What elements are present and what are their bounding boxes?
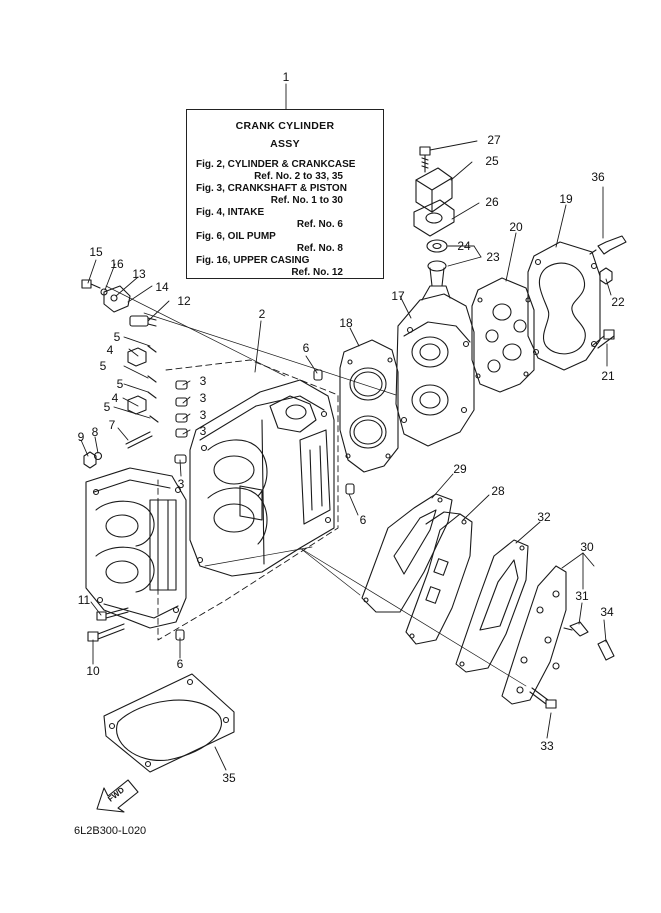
ref-no-16: Ref. No. 12 [291,267,343,278]
ref-fig-4: Fig. 4, INTAKE [196,207,265,218]
ref-fig-6: Fig. 6, OIL PUMP [196,231,276,242]
callout-27: 27 [487,133,501,147]
phantom-lines [105,285,527,687]
callout-18: 18 [339,316,353,330]
part-36-spark-plug [589,235,627,255]
part-16-washer [100,288,108,296]
callout-15: 15 [89,245,103,259]
callout-26: 26 [485,195,499,209]
ref-fig-2: Fig. 2, CYLINDER & CRANKCASE [196,159,356,170]
part-4-5-sleeves [127,345,159,423]
part-19-head-cover [527,241,601,371]
part-30-exhaust-outer-cover [501,565,567,705]
callout-24: 24 [457,239,471,253]
callout-9: 9 [77,430,85,444]
callout-25: 25 [485,154,499,168]
callout-11: 11 [77,593,91,607]
callout-33: 33 [540,739,554,753]
callout-32: 32 [537,510,551,524]
part-11-bolt [96,607,129,621]
part-12-fitting [129,315,157,327]
callout-6a: 6 [302,341,310,355]
part-26-gasket [413,199,455,237]
part-34-plug [597,639,615,661]
part-9-nut [83,451,97,469]
part-17-cylinder-head [395,285,475,447]
callout-22: 22 [611,295,625,309]
callout-6b: 6 [359,513,367,527]
part-32-exhaust-gasket [455,539,529,673]
callout-12: 12 [177,294,191,308]
part-24-washer [426,239,448,253]
callout-21: 21 [601,369,615,383]
callout-5a: 5 [113,330,121,344]
fwd-arrow-icon [96,779,139,813]
callout-30: 30 [580,540,594,554]
callout-3b: 3 [199,391,207,405]
callout-23: 23 [486,250,500,264]
callout-29: 29 [453,462,467,476]
diagram-code: 6L2B300-L020 [74,825,147,837]
part-18-head-gasket [339,339,399,473]
callout-3e: 3 [177,477,185,491]
part-20-jacket-gasket [471,277,535,393]
callout-1: 1 [282,70,290,84]
part-3-pins [174,380,188,464]
ref-no-3: Ref. No. 1 to 30 [270,195,343,206]
callout-3d: 3 [199,424,207,438]
callout-3c: 3 [199,408,207,422]
part-29-exhaust-gasket [361,493,453,613]
callout-16: 16 [110,257,124,271]
part-8-washer [93,451,103,461]
callout-20: 20 [509,220,523,234]
callout-5d: 5 [103,400,111,414]
callout-14: 14 [155,280,169,294]
part-33-bolt [529,687,557,709]
callout-7: 7 [108,418,116,432]
callout-4a: 4 [106,343,114,357]
callout-5b: 5 [99,359,107,373]
part-6-dowels [175,369,355,641]
crankcase-dashed-outline [157,359,339,641]
part-21-bolt [591,329,615,349]
callout-13: 13 [132,267,146,281]
callout-17: 17 [391,289,405,303]
callout-28: 28 [491,484,505,498]
ref-no-2: Ref. No. 2 to 33, 35 [254,171,343,182]
crankcase-half [85,467,187,629]
ref-box-title: CRANK CYLINDER [235,120,335,132]
ref-fig-16: Fig. 16, UPPER CASING [196,255,310,266]
callout-5c: 5 [116,377,124,391]
ref-no-4: Ref. No. 6 [296,219,343,230]
part-31-anode [563,621,589,637]
part-2-cylinder-block [189,379,335,577]
part-13-14-bracket [103,285,131,313]
callout-8: 8 [91,425,99,439]
callout-3a: 3 [199,374,207,388]
callout-10: 10 [86,664,100,678]
callout-19: 19 [559,192,573,206]
assembly-reference-box: CRANK CYLINDER ASSY Fig. 2, CYLINDER & C… [186,109,384,279]
callout-35: 35 [222,771,236,785]
part-27-bolt [419,146,431,173]
ref-no-6: Ref. No. 8 [296,243,343,254]
callout-34: 34 [600,605,614,619]
part-25-cover [415,167,453,213]
callout-2: 2 [258,307,266,321]
callout-36: 36 [591,170,605,184]
part-15-bolt [81,279,101,289]
part-7-bolt [125,431,153,449]
callout-6c: 6 [176,657,184,671]
ref-fig-3: Fig. 3, CRANKSHAFT & PISTON [196,183,347,194]
part-22-nut [599,267,613,285]
callout-31: 31 [575,589,589,603]
callout-4b: 4 [111,391,119,405]
part-28-exhaust-cover [405,511,473,645]
ref-box-subtitle: ASSY [270,138,300,150]
part-10-bolt [87,623,125,642]
part-23-thermostat [427,260,447,287]
part-35-base-gasket [103,673,235,773]
